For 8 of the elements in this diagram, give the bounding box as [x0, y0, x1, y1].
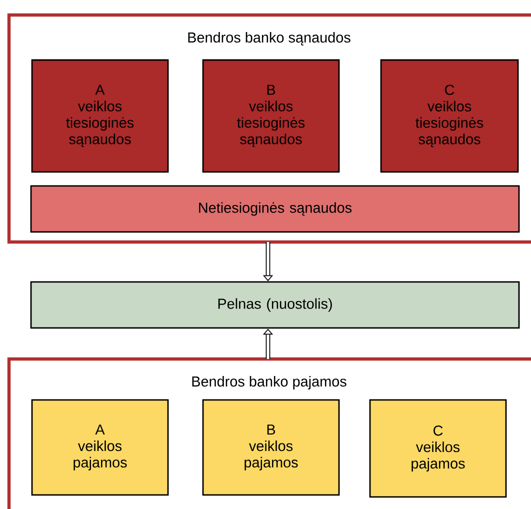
cost-box: A veiklos tiesioginės sąnaudos	[31, 59, 169, 173]
cost-box: B veiklos tiesioginės sąnaudos	[202, 59, 340, 173]
income-box: A veiklos pajamos	[31, 399, 169, 496]
cost-bar: Netiesioginės sąnaudos	[30, 185, 520, 233]
income-box: B veiklos pajamos	[202, 399, 340, 496]
result-bar: Pelnas (nuostolis)	[30, 281, 520, 329]
income-box: C veiklos pajamos	[369, 399, 507, 498]
cost-box: C veiklos tiesioginės sąnaudos	[380, 59, 519, 173]
